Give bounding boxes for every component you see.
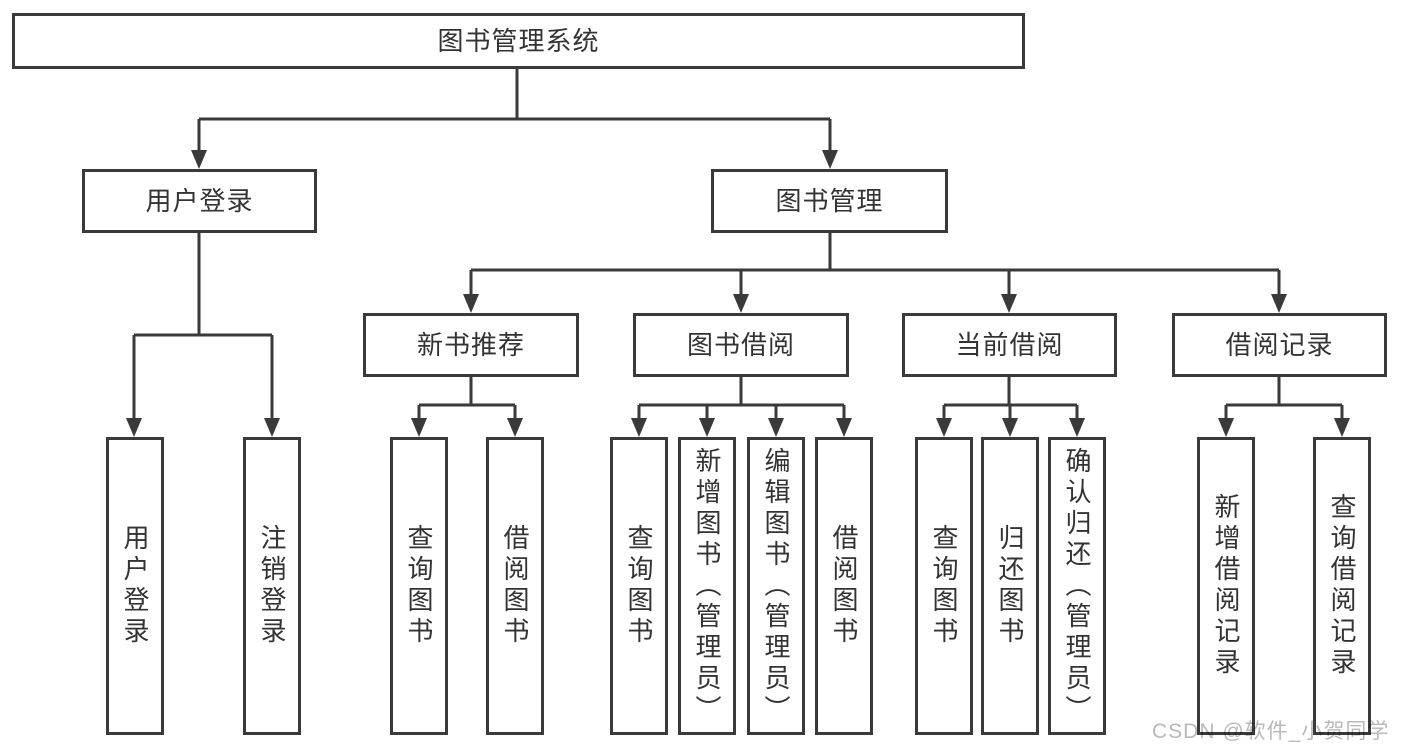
node-leaf-return-books: 归还图书 [981,437,1039,735]
node-label: 用户登录 [120,524,150,648]
node-label: 编辑图书（管理员） [761,446,791,726]
node-label: 查询图书 [929,524,959,648]
node-book-borrowing: 图书借阅 [633,313,849,377]
node-leaf-add-borrow-record: 新增借阅记录 [1197,437,1255,735]
node-leaf-query-books-3: 查询图书 [915,437,973,735]
node-borrowing-records: 借阅记录 [1172,313,1387,377]
node-leaf-borrow-books-1: 借阅图书 [486,437,544,735]
node-label: 归还图书 [995,524,1025,648]
node-leaf-borrow-books-2: 借阅图书 [815,437,873,735]
node-leaf-logout: 注销登录 [243,437,301,735]
node-label: 借阅图书 [829,524,859,648]
node-label: 注销登录 [257,524,287,648]
node-label: 查询图书 [404,524,434,648]
node-new-book-recommendation: 新书推荐 [363,313,579,377]
node-label: 查询图书 [624,524,654,648]
node-user-login: 用户登录 [82,169,317,233]
node-label: 新增图书（管理员） [692,446,722,726]
node-leaf-add-books-admin: 新增图书（管理员） [678,437,736,735]
node-label: 新增借阅记录 [1211,493,1241,679]
node-leaf-query-books-1: 查询图书 [390,437,448,735]
node-library-management-system: 图书管理系统 [12,13,1025,69]
node-book-management: 图书管理 [711,169,948,233]
node-label: 查询借阅记录 [1327,493,1357,679]
node-label: 借阅图书 [500,524,530,648]
node-current-borrowing: 当前借阅 [902,313,1117,377]
node-leaf-query-borrow-record: 查询借阅记录 [1313,437,1371,735]
node-leaf-confirm-return-admin: 确认归还（管理员） [1048,437,1106,735]
node-leaf-user-login: 用户登录 [106,437,164,735]
node-label: 确认归还（管理员） [1062,446,1092,726]
node-leaf-query-books-2: 查询图书 [610,437,668,735]
node-leaf-edit-books-admin: 编辑图书（管理员） [747,437,805,735]
watermark-text: CSDN @软件_小贺同学 [1152,720,1390,743]
